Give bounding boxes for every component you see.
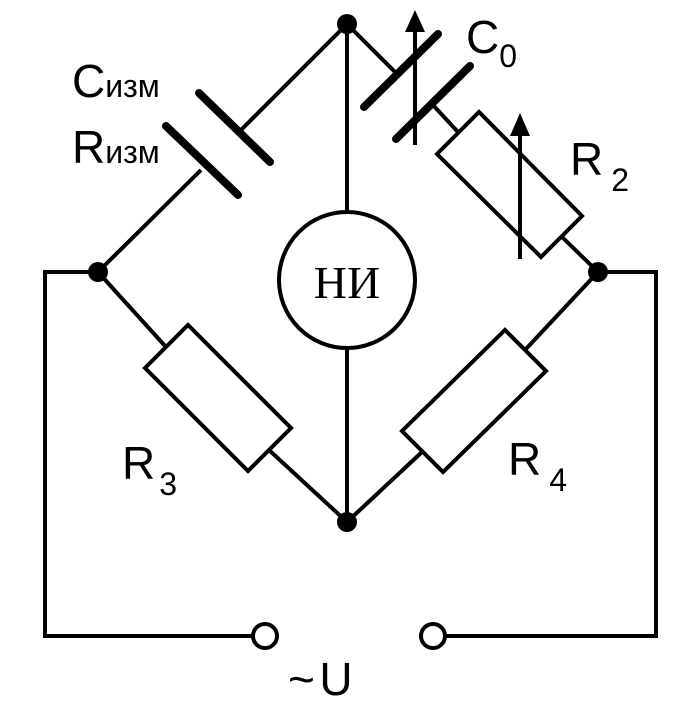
label-main: C <box>466 11 500 63</box>
label-sub: 3 <box>159 466 178 502</box>
label-main: C <box>72 55 106 107</box>
label-c-meas: Cизм <box>72 58 160 104</box>
ac-symbol: ~ <box>288 653 315 705</box>
resistor-r3 <box>142 322 294 474</box>
resistor-r4 <box>399 327 549 475</box>
nodes <box>88 14 608 532</box>
resistor-r2 <box>434 109 585 260</box>
label-main: R <box>72 121 106 173</box>
label-sub: 4 <box>549 462 568 498</box>
wires <box>43 22 658 638</box>
label-c0: C0 <box>466 11 517 72</box>
label-sub: изм <box>105 134 160 170</box>
label-sub: 0 <box>499 38 518 74</box>
indicator-label: НИ <box>313 257 381 308</box>
capacitor-c0 <box>360 30 474 143</box>
terminal-left <box>251 622 279 650</box>
capacitor-c-meas <box>162 89 274 199</box>
label-sub: изм <box>105 68 160 104</box>
label-sub: 2 <box>611 162 630 198</box>
r2-adjust-arrow-icon <box>510 113 530 259</box>
label-main: R <box>122 437 156 489</box>
c0-adjust-arrow-icon <box>405 10 425 145</box>
terminal-right <box>419 622 447 650</box>
label-main: R <box>570 133 604 185</box>
label-r-meas: Rизм <box>72 124 160 170</box>
null-indicator <box>277 210 417 350</box>
label-source: ~ U <box>288 656 353 702</box>
label-main: U <box>319 653 353 705</box>
label-main: R <box>508 433 542 485</box>
